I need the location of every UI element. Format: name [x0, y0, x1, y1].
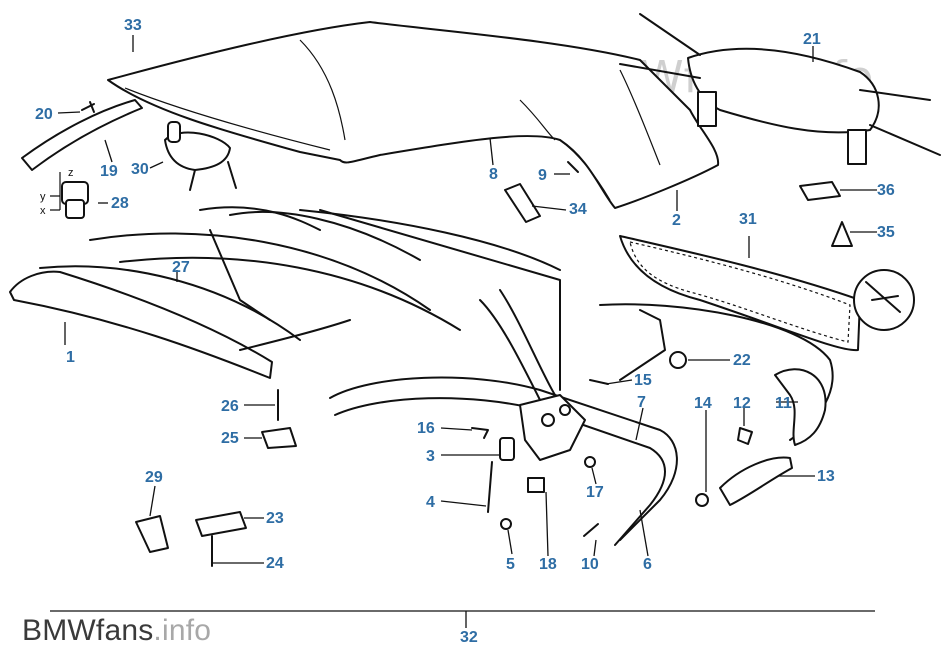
callout-24[interactable]: 24: [266, 555, 284, 572]
part-grommet: [695, 493, 709, 507]
part-button-plug: [669, 351, 687, 369]
callout-2[interactable]: 2: [672, 212, 681, 229]
part-main-frame: [9, 206, 561, 391]
callout-35[interactable]: 35: [877, 224, 895, 241]
axis-letter-y: y: [40, 191, 46, 203]
part-clip-29: [135, 515, 169, 553]
part-side-seals: [329, 303, 834, 546]
callout-17[interactable]: 17: [586, 484, 604, 501]
brand-prefix: BMWfans: [22, 614, 154, 647]
part-pad: [799, 181, 841, 201]
callout-18[interactable]: 18: [539, 556, 557, 573]
part-mount-block: [527, 477, 545, 493]
callout-30[interactable]: 30: [131, 161, 149, 178]
callout-11[interactable]: 11: [775, 395, 792, 412]
callout-10[interactable]: 10: [581, 556, 599, 573]
part-fastener-knob: [50, 172, 89, 219]
callout-7[interactable]: 7: [637, 394, 646, 411]
callout-5[interactable]: 5: [506, 556, 515, 573]
part-clip-12: [737, 427, 753, 445]
part-side-trim-rail: [21, 99, 143, 171]
callout-21[interactable]: 21: [803, 31, 821, 48]
callout-4[interactable]: 4: [426, 494, 435, 511]
callout-16[interactable]: 16: [417, 420, 435, 437]
callout-31[interactable]: 31: [739, 211, 757, 228]
callout-23[interactable]: 23: [266, 510, 284, 527]
axis-letter-z: z: [68, 167, 74, 179]
callout-29[interactable]: 29: [145, 469, 163, 486]
callout-13[interactable]: 13: [817, 468, 835, 485]
part-gas-strut-cap: [499, 437, 515, 461]
callout-25[interactable]: 25: [221, 430, 239, 447]
callout-26[interactable]: 26: [221, 398, 239, 415]
callout-12[interactable]: 12: [733, 395, 751, 412]
part-soft-top-canvas: [107, 21, 720, 209]
callout-9[interactable]: 9: [538, 167, 547, 184]
part-wedge: [831, 221, 853, 247]
part-bracket-25: [261, 427, 297, 449]
callout-28[interactable]: 28: [111, 195, 129, 212]
callout-labels: 33 21 20 19 30 28 27 1 8 9 34 2 31 36 35…: [35, 17, 895, 646]
callout-32[interactable]: 32: [460, 629, 478, 646]
axis-letter-x: x: [40, 205, 46, 217]
part-screw: [81, 101, 95, 113]
leader-lines: [57, 35, 877, 628]
callout-33[interactable]: 33: [124, 17, 142, 34]
part-rear-window: [619, 235, 915, 352]
part-clip: [567, 161, 579, 173]
part-hood-cover: [619, 13, 941, 165]
callout-1[interactable]: 1: [66, 349, 75, 366]
callout-6[interactable]: 6: [643, 556, 652, 573]
callout-8[interactable]: 8: [489, 166, 498, 183]
part-pin: [583, 523, 599, 537]
brand-logo-text: BMWfans.info: [22, 614, 211, 648]
callout-14[interactable]: 14: [694, 395, 712, 412]
part-hinge-assembly: [471, 289, 609, 461]
part-bushing: [584, 456, 596, 468]
callout-20[interactable]: 20: [35, 106, 53, 123]
callout-36[interactable]: 36: [877, 182, 895, 199]
part-gas-strut: [487, 461, 493, 513]
part-nut: [500, 518, 512, 530]
callout-27[interactable]: 27: [172, 259, 190, 276]
part-handle-23: [195, 511, 247, 537]
part-tube-sleeve: [504, 183, 541, 223]
callout-22[interactable]: 22: [733, 352, 751, 369]
callout-15[interactable]: 15: [634, 372, 652, 389]
callout-34[interactable]: 34: [569, 201, 587, 218]
callout-3[interactable]: 3: [426, 448, 435, 465]
part-bracket: [164, 131, 231, 171]
callout-19[interactable]: 19: [100, 163, 118, 180]
brand-suffix: .info: [153, 614, 212, 647]
